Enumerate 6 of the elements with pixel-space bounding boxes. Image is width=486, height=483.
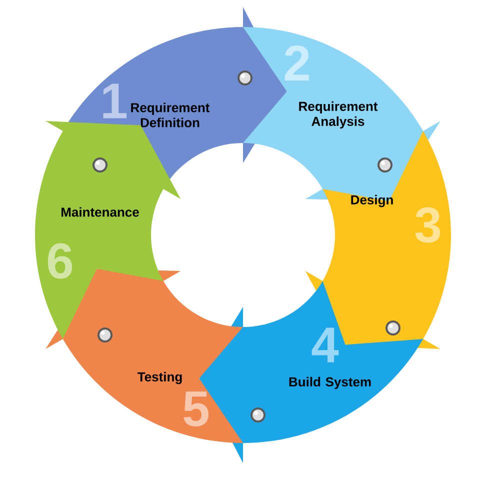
step-number: 6	[48, 243, 72, 279]
step-number: 2	[284, 46, 309, 80]
step-number: 4	[312, 328, 339, 362]
step-number: 1	[103, 84, 126, 118]
step-number: 5	[184, 392, 208, 426]
step-number: 3	[415, 207, 440, 243]
